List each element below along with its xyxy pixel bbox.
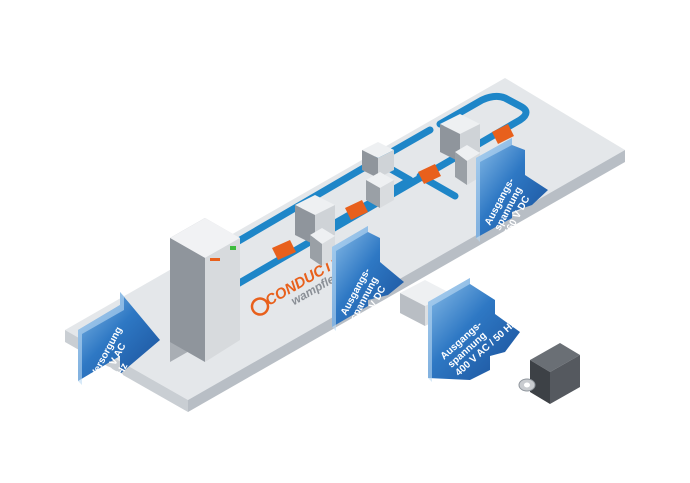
current-collector-icon: [492, 124, 514, 144]
collector-unit-2: [345, 142, 394, 220]
motor: [518, 343, 580, 404]
current-collector-icon: [345, 200, 368, 220]
supply-arrow: Versorgung 400 V AC 50 Hz: [78, 292, 160, 390]
current-collector-icon: [272, 240, 296, 260]
collector-unit-1: [272, 195, 335, 266]
collector-unit-3: [418, 114, 514, 185]
power-cabinet: [170, 218, 240, 362]
status-led-icon: [230, 246, 236, 250]
output-ac-arrow: Ausgangs- spannung 400 V AC / 50 Hz: [428, 278, 520, 382]
cabinet-logo-icon: [210, 258, 220, 261]
current-collector-icon: [418, 164, 441, 184]
